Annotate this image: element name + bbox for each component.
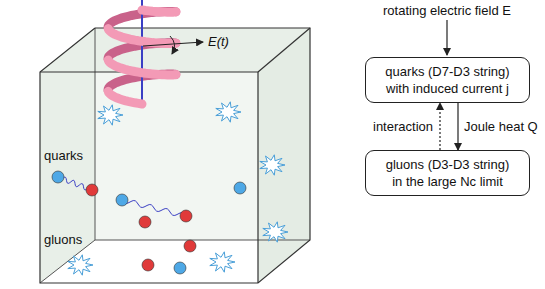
field-vector bbox=[143, 42, 203, 46]
flow-arrow bbox=[457, 103, 458, 150]
gluons-label: gluons bbox=[44, 232, 82, 247]
box-text: with induced current j bbox=[376, 80, 519, 97]
rotation-arrow bbox=[170, 36, 175, 54]
box-heading: quarks (D7-D3 string) bbox=[376, 63, 519, 80]
gluon-symbols bbox=[68, 102, 288, 275]
quark-particles bbox=[52, 171, 246, 274]
input-arrow bbox=[446, 20, 447, 55]
box-volume bbox=[40, 28, 310, 283]
flow-arrow bbox=[439, 103, 440, 150]
edge-label: interaction bbox=[372, 119, 434, 134]
field-caption: rotating electric field E bbox=[383, 3, 511, 18]
field-label: E(t) bbox=[208, 34, 229, 49]
box-front-edges bbox=[40, 28, 310, 283]
process-box: gluons (D3-D3 string)in the large Nc lim… bbox=[365, 150, 530, 196]
box-heading: gluons (D3-D3 string) bbox=[376, 156, 519, 173]
box-text: in the large Nc limit bbox=[376, 173, 519, 190]
rotating-field-helix bbox=[108, 0, 176, 104]
process-box: quarks (D7-D3 string)with induced curren… bbox=[365, 57, 530, 103]
quarks-label: quarks bbox=[44, 148, 83, 163]
edge-label: Joule heat Q bbox=[463, 119, 539, 134]
